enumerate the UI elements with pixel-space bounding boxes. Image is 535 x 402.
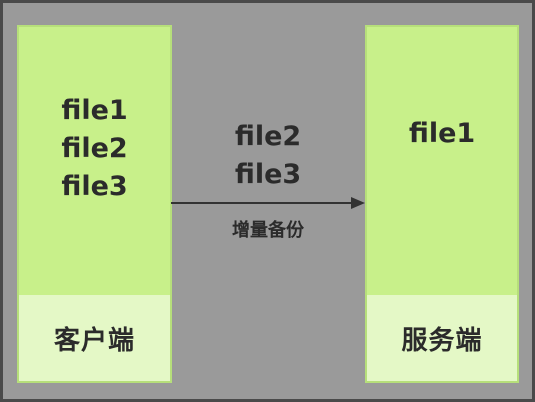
transfer-caption: 增量备份 <box>232 220 304 241</box>
transfer-file: file2 <box>234 121 302 152</box>
client-file: file2 <box>61 133 128 164</box>
client-file-list: file1 file2 file3 <box>19 92 170 206</box>
server-panel: file1 服务端 <box>365 25 519 383</box>
client-footer: 客户端 <box>19 295 170 381</box>
transfer-arrow <box>171 197 365 209</box>
client-label: 客户端 <box>53 325 135 356</box>
arrow-head <box>351 197 365 209</box>
server-label: 服务端 <box>401 325 483 356</box>
server-file-list: file1 <box>367 115 517 153</box>
client-file: file3 <box>61 171 128 202</box>
server-file: file1 <box>408 118 476 149</box>
client-panel: file1 file2 file3 客户端 <box>17 25 172 383</box>
client-file: file1 <box>61 95 128 126</box>
transfer-file: file3 <box>234 159 302 190</box>
server-footer: 服务端 <box>367 295 517 381</box>
transfer-file-list: file2 file3 <box>173 118 363 194</box>
